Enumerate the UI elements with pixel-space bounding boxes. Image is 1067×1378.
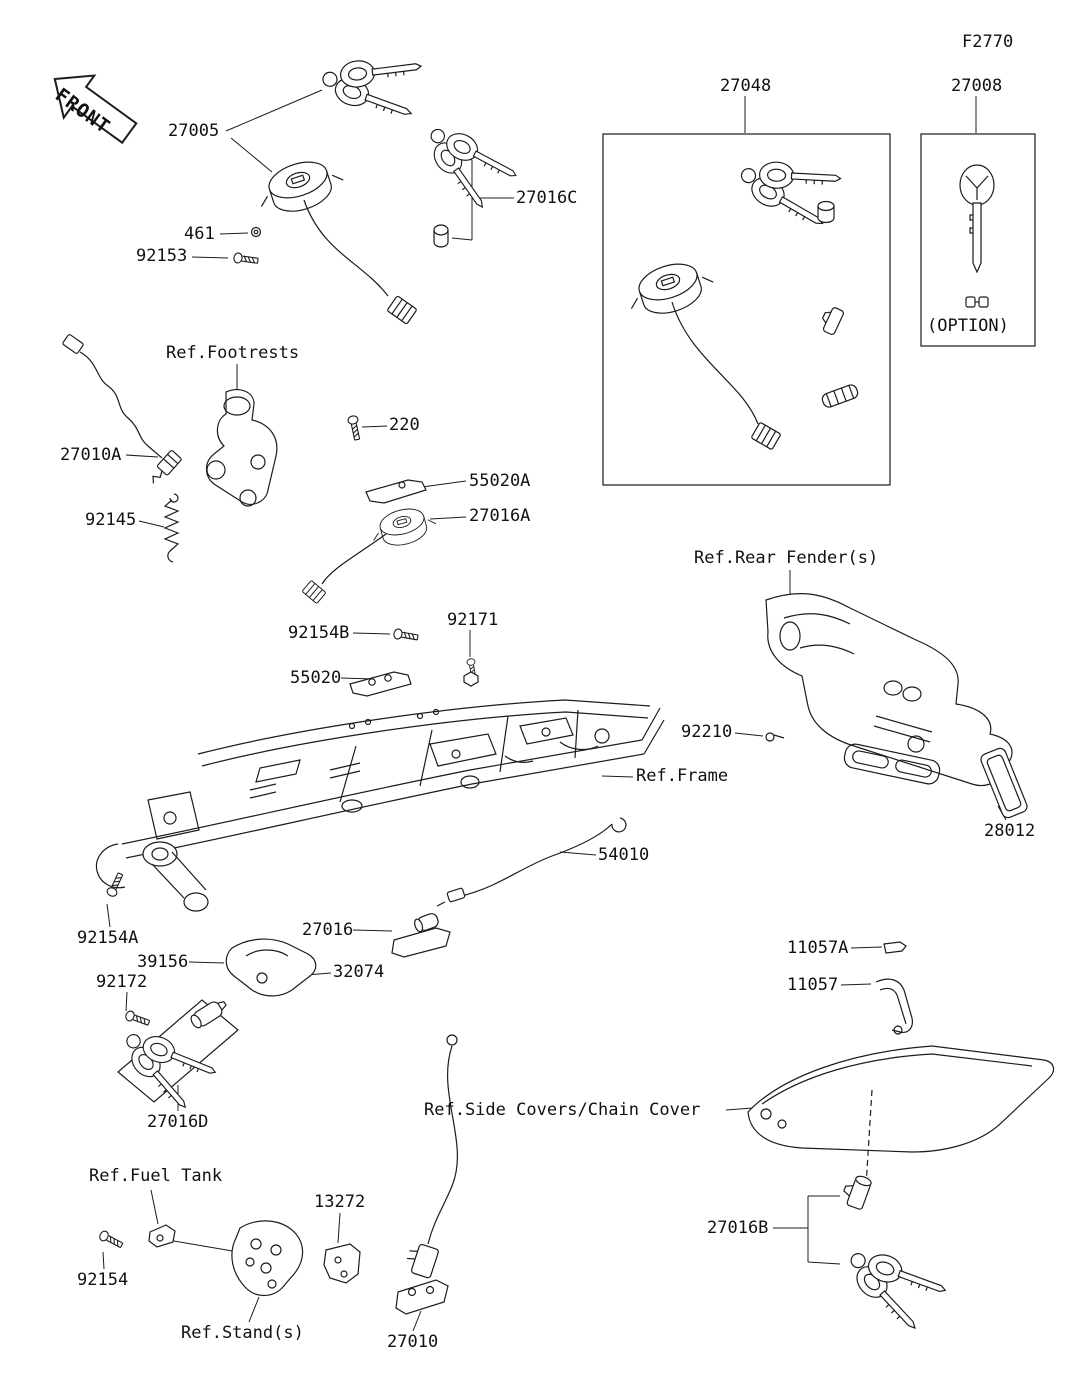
leader-lines <box>102 89 1007 1332</box>
rear-fender-drawing <box>765 593 1013 787</box>
part-label-92171: 92171 <box>447 610 499 630</box>
ref-label-side-covers: Ref.Side Covers/Chain Cover <box>424 1100 701 1120</box>
part-label-27005: 27005 <box>168 121 220 141</box>
part-55020-plate <box>349 671 412 697</box>
stand-bracket-drawing <box>231 1220 304 1297</box>
part-27016C-drawing <box>409 121 526 248</box>
part-label-13272: 13272 <box>314 1192 366 1212</box>
part-label-92145: 92145 <box>85 510 137 530</box>
part-label-39156: 39156 <box>137 952 189 972</box>
part-92172-screw <box>123 1009 152 1029</box>
part-label-27010: 27010 <box>387 1332 439 1352</box>
part-55020A-plate <box>365 479 427 504</box>
part-32074-bracket <box>225 938 317 997</box>
part-54010-cable <box>436 817 627 907</box>
part-label-92154A: 92154A <box>77 928 139 948</box>
part-27008-drawing <box>959 164 995 308</box>
part-label-27016C: 27016C <box>516 188 578 208</box>
part-label-11057A: 11057A <box>787 938 849 958</box>
part-label-92172: 92172 <box>96 972 148 992</box>
part-13272-plate <box>323 1243 361 1284</box>
part-27048-drawing <box>621 153 859 451</box>
part-27005-drawing <box>251 41 438 325</box>
ref-label-fuel-tank: Ref.Fuel Tank <box>89 1166 223 1186</box>
part-label-32074: 32074 <box>333 962 385 982</box>
part-label-55020: 55020 <box>290 668 342 688</box>
part-label-92210: 92210 <box>681 722 733 742</box>
part-27016A-drawing <box>301 501 440 605</box>
part-label-27016A: 27016A <box>469 506 531 526</box>
part-92145-spring <box>163 493 180 563</box>
ref-label-stands: Ref.Stand(s) <box>181 1323 304 1343</box>
part-label-27016: 27016 <box>302 920 354 940</box>
frame-drawing <box>95 699 665 912</box>
page-code: F2770 <box>962 32 1014 52</box>
fuel-tank-fitting-drawing <box>97 1224 176 1251</box>
part-label-461: 461 <box>184 224 215 244</box>
part-27010A-drawing <box>62 334 182 484</box>
part-92154B-screw <box>392 627 420 643</box>
part-92153-screw <box>232 251 260 267</box>
group-box-27048 <box>602 133 891 486</box>
group-box-27008 <box>920 133 1036 347</box>
part-label-27010A: 27010A <box>60 445 122 465</box>
part-label-27048: 27048 <box>720 76 772 96</box>
part-label-27008: 27008 <box>951 76 1003 96</box>
part-28012-reflector <box>980 747 1028 819</box>
part-92210-bolt <box>765 732 785 742</box>
part-11057A-clip <box>883 941 907 954</box>
part-label-27016D: 27016D <box>147 1112 209 1132</box>
front-arrow <box>53 74 138 145</box>
part-461-washer <box>250 226 262 238</box>
side-cover-drawing <box>747 1045 1055 1187</box>
part-label-54010: 54010 <box>598 845 650 865</box>
part-27010-drawing <box>395 1034 459 1315</box>
part-92171-bolt <box>463 657 479 687</box>
part-27016-drawing <box>391 913 451 958</box>
part-label-220: 220 <box>389 415 420 435</box>
part-label-55020A: 55020A <box>469 471 531 491</box>
part-label-28012: 28012 <box>984 821 1036 841</box>
ref-label-rear-fenders: Ref.Rear Fender(s) <box>694 548 879 568</box>
part-label-92154: 92154 <box>77 1270 129 1290</box>
footrest-bracket-drawing <box>205 389 278 507</box>
part-label-92154B: 92154B <box>288 623 350 643</box>
part-label-11057: 11057 <box>787 975 839 995</box>
part-27016D-drawing <box>111 999 239 1123</box>
part-220-screw <box>346 414 363 442</box>
option-note: (OPTION) <box>927 316 1009 336</box>
part-11057-bracket <box>875 978 913 1035</box>
ref-label-footrests: Ref.Footrests <box>166 343 300 363</box>
ref-label-frame: Ref.Frame <box>636 766 729 786</box>
part-label-27016B: 27016B <box>707 1218 769 1238</box>
part-label-92153: 92153 <box>136 246 188 266</box>
part-27016B-drawing <box>837 1175 953 1344</box>
